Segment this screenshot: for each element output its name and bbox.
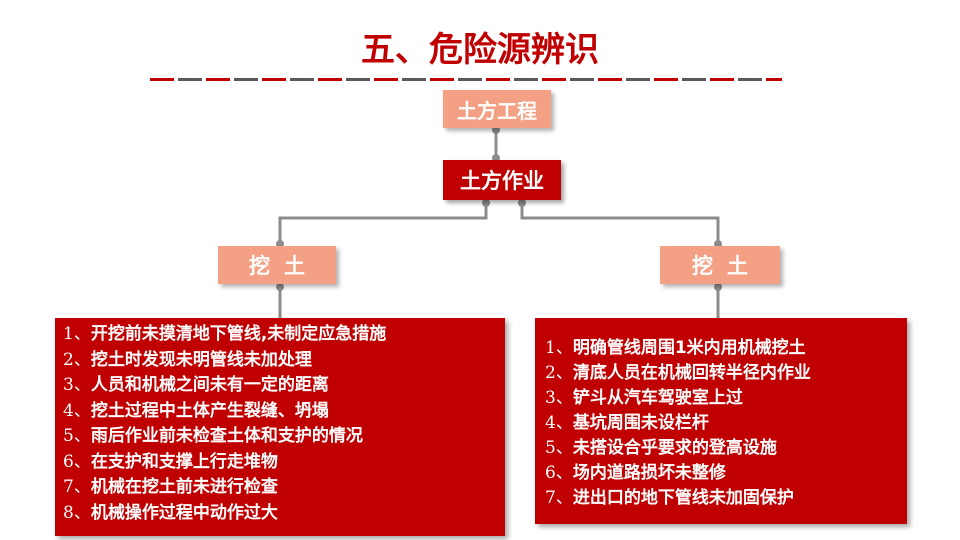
- node-earthwork-project: 土方工程: [443, 90, 551, 128]
- page-title: 五、危险源辨识: [361, 30, 599, 70]
- hazard-list-right: 1、明确管线周围1米内用机械挖土 2、清底人员在机械回转半径内作业 3、铲斗从汽…: [535, 318, 907, 524]
- title-divider: [150, 78, 782, 81]
- connector-dot: [276, 283, 284, 291]
- list-item: 3、人员和机械之间未有一定的距离: [63, 375, 329, 395]
- connector-dot: [492, 126, 500, 134]
- node-excavation-right: 挖土: [660, 246, 780, 284]
- list-item: 4、挖土过程中土体产生裂缝、坍塌: [63, 400, 329, 421]
- list-item: 6、场内道路损坏未整修: [545, 463, 726, 483]
- list-item: 7、机械在挖土前未进行检查: [63, 477, 278, 497]
- list-item: 5、未搭设合乎要求的登高设施: [545, 438, 777, 458]
- list-item: 8、机械操作过程中动作过大: [63, 502, 278, 523]
- connector-middle-to-right: [520, 200, 720, 246]
- connector-dot: [714, 283, 722, 291]
- connector-dot: [518, 199, 526, 207]
- hazard-list-left: 1、开挖前未摸清地下管线,未制定应急措施 2、挖土时发现未明管线未加处理 3、人…: [55, 318, 505, 536]
- connector-dot: [482, 199, 490, 207]
- list-item: 1、开挖前未摸清地下管线,未制定应急措施: [63, 324, 387, 344]
- node-excavation-left: 挖土: [218, 246, 336, 284]
- list-item: 7、进出口的地下管线未加固保护: [545, 488, 794, 508]
- list-item: 1、明确管线周围1米内用机械挖土: [545, 338, 806, 358]
- list-item: 4、基坑周围未设栏杆: [545, 413, 709, 433]
- list-item: 2、挖土时发现未明管线未加处理: [63, 349, 312, 370]
- node-earthwork-operation: 土方作业: [443, 160, 561, 200]
- connector-middle-to-left: [278, 200, 488, 246]
- list-item: 6、在支护和支撑上行走堆物: [63, 451, 278, 472]
- list-item: 3、铲斗从汽车驾驶室上过: [545, 388, 743, 408]
- list-item: 5、雨后作业前未检查土体和支护的情况: [63, 426, 363, 446]
- hazard-list-right-items: 1、明确管线周围1米内用机械挖土 2、清底人员在机械回转半径内作业 3、铲斗从汽…: [545, 336, 907, 511]
- list-item: 2、清底人员在机械回转半径内作业: [545, 363, 811, 383]
- hazard-list-left-items: 1、开挖前未摸清地下管线,未制定应急措施 2、挖土时发现未明管线未加处理 3、人…: [63, 322, 505, 526]
